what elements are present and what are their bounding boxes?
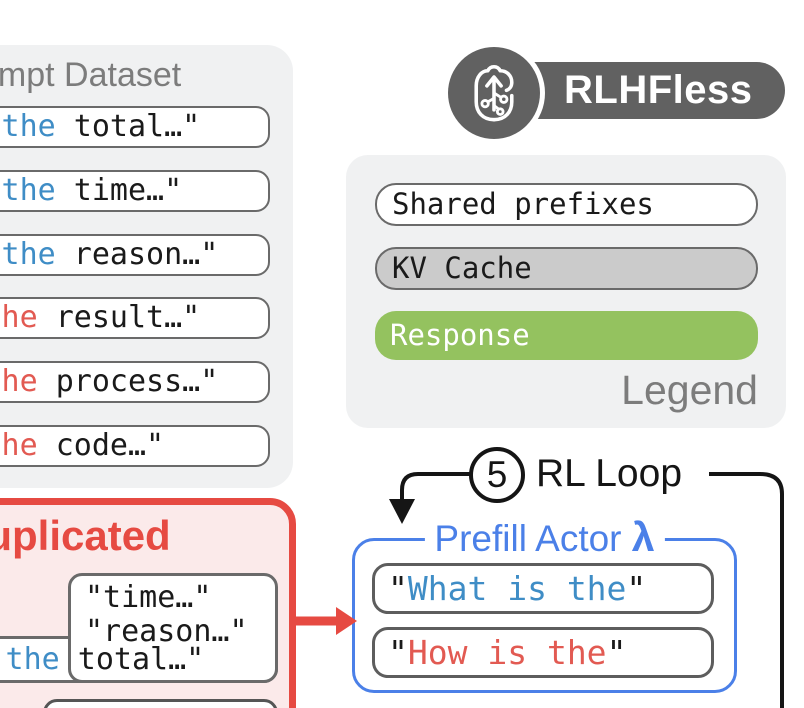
shared-prefix: What is the <box>0 642 60 677</box>
shared-prefix: How is the <box>0 300 38 335</box>
rlhfless-logo-circle <box>448 47 540 139</box>
shared-prefix: What is the <box>407 569 627 608</box>
prefill-actor-box: Prefill Actor λ "What is the" "How is th… <box>352 514 737 693</box>
shared-prefix: What is the <box>0 237 56 272</box>
prompt-row: "What is the total…" <box>0 106 270 148</box>
legend-item-kv-cache: KV Cache <box>375 247 758 290</box>
shared-prefix: What is the <box>0 173 56 208</box>
prompt-rest: reason…" <box>55 237 219 272</box>
prompt-rest: total…" <box>59 642 205 677</box>
rl-loop-arrow-left <box>400 472 470 499</box>
shared-prefix: What is the <box>0 109 56 144</box>
prompt-rest: code…" <box>37 428 165 463</box>
prompt-dataset-panel: Prompt Dataset "What is the total…" "Wha… <box>0 45 293 488</box>
prompt-rest: total…" <box>55 109 201 144</box>
actor-prompt-row: "What is the" <box>372 563 714 614</box>
prompt-rest: time…" <box>55 173 183 208</box>
prompt-row: "How is the code…" <box>0 425 270 467</box>
prefill-actor-title-text: Prefill Actor <box>434 518 622 559</box>
prompt-row: "What is the reason…" <box>0 234 270 276</box>
prompt-row: "How is the process…" <box>0 361 270 403</box>
prompt-rest: result…" <box>37 300 201 335</box>
prompt-rest: process…" <box>37 364 219 399</box>
prompt-dataset-title: Prompt Dataset <box>0 56 182 94</box>
shared-prefix: How is the <box>407 633 607 672</box>
prompt-row: "What is the time…" <box>0 170 270 212</box>
rl-loop-step-number: 5 <box>486 454 508 495</box>
legend-caption: Legend <box>621 367 758 413</box>
prompt-row: "How is the result…" <box>0 297 270 339</box>
dedup-hidden-box <box>43 699 278 708</box>
dedup-merged-prompt-text: "What is the total…" <box>0 639 294 680</box>
deduplicated-title: Deduplicated <box>0 512 171 559</box>
dedup-note-line: "reason…" <box>85 614 248 649</box>
rlhfless-label: RLHFless <box>564 68 753 112</box>
legend-item-label: Shared prefixes <box>392 187 654 221</box>
quote-mark: " <box>388 569 408 608</box>
legend-item-shared-prefixes: Shared prefixes <box>375 183 758 226</box>
shared-prefix: How is the <box>0 364 38 399</box>
rl-loop-arrowhead <box>389 499 415 524</box>
shared-prefix: How is the <box>0 428 38 463</box>
deduplicated-panel: Deduplicated "time…" "reason…" "What is … <box>0 498 296 708</box>
rl-loop-label: RL Loop <box>536 452 683 495</box>
dedup-note-line: "time…" <box>85 580 212 615</box>
rlhfless-badge: RLHFless <box>498 62 785 119</box>
brain-network-icon <box>474 65 514 122</box>
quote-mark: " <box>388 633 408 672</box>
legend-item-response: Response <box>375 311 758 360</box>
prefill-actor-title: Prefill Actor λ <box>424 514 665 561</box>
legend-item-label: KV Cache <box>392 251 532 285</box>
quote-mark: " <box>626 569 647 608</box>
quote-mark: " <box>606 633 627 672</box>
dedup-note-box: "time…" "reason…" <box>68 573 278 683</box>
legend-panel: Shared prefixes KV Cache Response Legend <box>346 155 786 428</box>
lambda-symbol: λ <box>631 514 655 560</box>
rl-loop-step-circle: 5 <box>469 447 525 503</box>
legend-item-label: Response <box>390 318 530 352</box>
actor-prompt-row: "How is the" <box>372 627 714 678</box>
